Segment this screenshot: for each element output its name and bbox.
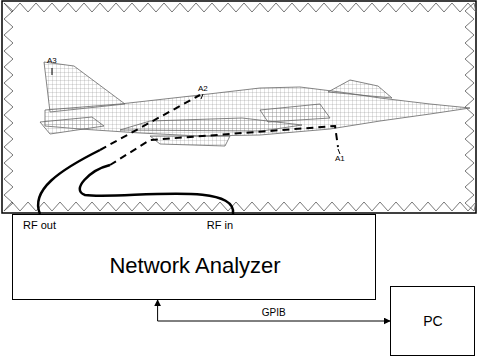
internal-cable-route [100, 95, 338, 165]
port-label: RF out [23, 219, 56, 231]
leader-lines [52, 68, 340, 154]
intake [260, 104, 330, 122]
bus-connector [158, 300, 390, 321]
absorber-zigzag [4, 3, 476, 211]
rf-cable [38, 150, 100, 214]
dashed-route [110, 126, 338, 165]
leader-line [201, 94, 203, 99]
rf-cables [38, 150, 233, 214]
box-title: Network Analyzer [109, 253, 280, 279]
chamber-wall [2, 1, 476, 213]
leader-line [52, 68, 53, 75]
leader-line [338, 149, 340, 154]
fuselage [45, 87, 470, 136]
canopy [328, 80, 392, 98]
analyzer-box: RF out RF in Network Analyzer [12, 214, 376, 300]
callout-label: A3 [47, 56, 57, 65]
rf-cable [80, 165, 233, 214]
dashed-route [100, 95, 200, 150]
callout-label: A2 [198, 84, 208, 93]
aircraft-mesh [40, 62, 470, 146]
bus-label: GPIB [260, 307, 288, 318]
port-label: RF in [207, 219, 233, 231]
callout-label: A1 [335, 154, 345, 163]
box-title: PC [423, 313, 442, 329]
stabilizer [40, 117, 104, 134]
computer-box: PC [390, 286, 475, 356]
